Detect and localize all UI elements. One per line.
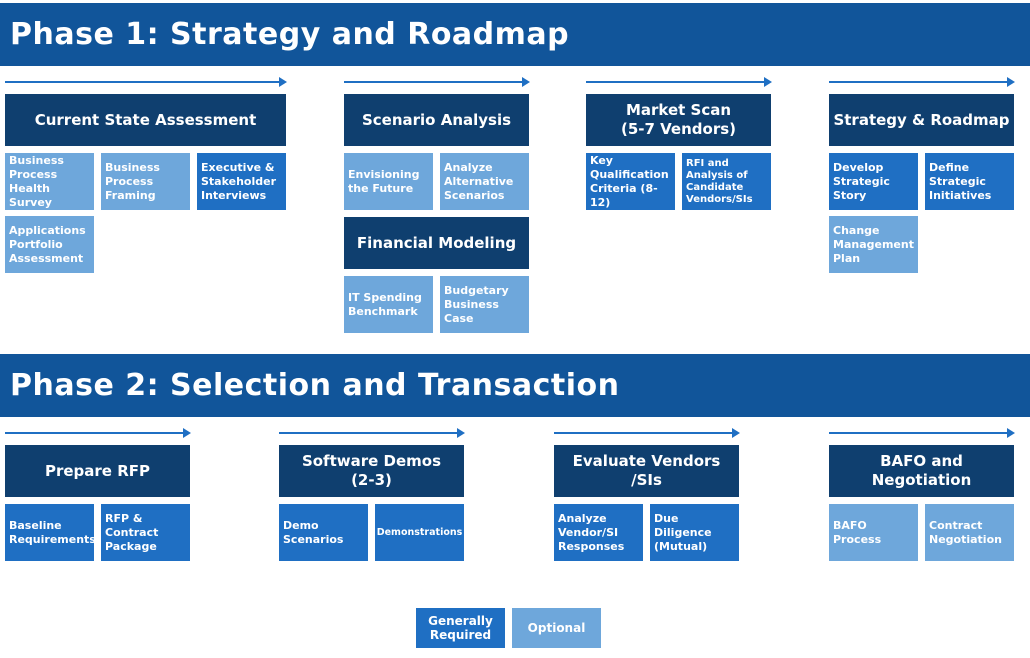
due-diligence-box: Due Diligence (Mutual) — [650, 504, 739, 561]
phase-1-col-2-arrow — [344, 77, 530, 87]
rfi-analysis-label: RFI and Analysis of Candidate Vendors/SI… — [686, 157, 753, 205]
current-state-assessment-header: Current State Assessment — [5, 94, 286, 146]
legend-optional-label: Optional — [527, 621, 586, 635]
baseline-requirements-label: Baseline Requirements — [9, 518, 96, 546]
applications-portfolio-assessment-box: Applications Portfolio Assessment — [5, 216, 94, 273]
phase-1-title: Phase 1: Strategy and Roadmap — [10, 17, 570, 52]
prepare-rfp-header: Prepare RFP — [5, 445, 190, 497]
rfp-contract-package-box: RFP & Contract Package — [101, 504, 190, 561]
phase-2-col-1-arrow — [5, 428, 191, 438]
phase-2-title: Phase 2: Selection and Transaction — [10, 368, 620, 403]
executive-stakeholder-interviews-label: Executive & Stakeholder Interviews — [201, 160, 277, 202]
analyze-vendor-responses-box: Analyze Vendor/SI Responses — [554, 504, 643, 561]
budgetary-business-case-box: Budgetary Business Case — [440, 276, 529, 333]
strategy-roadmap-header: Strategy & Roadmap — [829, 94, 1014, 146]
phase-1-col-3-arrow — [586, 77, 772, 87]
business-process-framing-label: Business Process Framing — [105, 160, 160, 202]
software-demos-label: Software Demos (2-3) — [301, 452, 442, 489]
analyze-alternative-scenarios-box: Analyze Alternative Scenarios — [440, 153, 529, 210]
budgetary-business-case-label: Budgetary Business Case — [444, 283, 509, 325]
financial-modeling-header: Financial Modeling — [344, 217, 529, 269]
business-process-health-survey-label: Business Process Health Survey — [9, 153, 64, 209]
strategy-roadmap-label: Strategy & Roadmap — [833, 110, 1010, 129]
software-demos-header: Software Demos (2-3) — [279, 445, 464, 497]
define-strategic-initiatives-box: Define Strategic Initiatives — [925, 153, 1014, 210]
evaluate-vendors-label: Evaluate Vendors /SIs — [572, 452, 721, 489]
evaluate-vendors-header: Evaluate Vendors /SIs — [554, 445, 739, 497]
phase-2-col-3-arrow — [554, 428, 740, 438]
applications-portfolio-assessment-label: Applications Portfolio Assessment — [9, 223, 86, 265]
contract-negotiation-box: Contract Negotiation — [925, 504, 1014, 561]
demo-scenarios-box: Demo Scenarios — [279, 504, 368, 561]
it-spending-benchmark-label: IT Spending Benchmark — [348, 290, 422, 318]
phase-2-col-4-arrow — [829, 428, 1015, 438]
business-process-health-survey-box: Business Process Health Survey — [5, 153, 94, 210]
bafo-negotiation-header: BAFO and Negotiation — [829, 445, 1014, 497]
key-qualification-criteria-box: Key Qualification Criteria (8-12) — [586, 153, 675, 210]
legend-required-label: Generally Required — [428, 614, 493, 642]
market-scan-header: Market Scan (5-7 Vendors) — [586, 94, 771, 146]
contract-negotiation-label: Contract Negotiation — [929, 518, 1002, 546]
legend-optional: Optional — [512, 608, 601, 648]
phase-1-banner: Phase 1: Strategy and Roadmap — [0, 3, 1030, 66]
envisioning-the-future-box: Envisioning the Future — [344, 153, 433, 210]
due-diligence-label: Due Diligence (Mutual) — [654, 511, 712, 553]
rfp-contract-package-label: RFP & Contract Package — [105, 511, 159, 553]
current-state-assessment-label: Current State Assessment — [34, 110, 257, 129]
change-management-plan-box: Change Management Plan — [829, 216, 918, 273]
legend-required: Generally Required — [416, 608, 505, 648]
prepare-rfp-label: Prepare RFP — [44, 461, 150, 480]
demonstrations-box: Demonstrations — [375, 504, 464, 561]
envisioning-the-future-label: Envisioning the Future — [348, 167, 420, 195]
demonstrations-label: Demonstrations — [376, 526, 463, 538]
phase-2-banner: Phase 2: Selection and Transaction — [0, 354, 1030, 417]
develop-strategic-story-label: Develop Strategic Story — [833, 160, 890, 202]
bafo-process-box: BAFO Process — [829, 504, 918, 561]
rfi-analysis-box: RFI and Analysis of Candidate Vendors/SI… — [682, 153, 771, 210]
demo-scenarios-label: Demo Scenarios — [283, 518, 344, 546]
executive-stakeholder-interviews-box: Executive & Stakeholder Interviews — [197, 153, 286, 210]
bafo-negotiation-label: BAFO and Negotiation — [871, 452, 972, 489]
key-qualification-criteria-label: Key Qualification Criteria (8-12) — [590, 153, 669, 209]
it-spending-benchmark-box: IT Spending Benchmark — [344, 276, 433, 333]
analyze-alternative-scenarios-label: Analyze Alternative Scenarios — [444, 160, 514, 202]
scenario-analysis-label: Scenario Analysis — [361, 110, 512, 129]
change-management-plan-label: Change Management Plan — [833, 223, 914, 265]
phase-1-col-1-arrow — [5, 77, 287, 87]
phase-2-col-2-arrow — [279, 428, 465, 438]
define-strategic-initiatives-label: Define Strategic Initiatives — [929, 160, 992, 202]
phase-1-col-4-arrow — [829, 77, 1015, 87]
baseline-requirements-box: Baseline Requirements — [5, 504, 96, 561]
market-scan-label: Market Scan (5-7 Vendors) — [620, 101, 737, 138]
bafo-process-label: BAFO Process — [833, 518, 882, 546]
financial-modeling-label: Financial Modeling — [356, 233, 517, 252]
scenario-analysis-header: Scenario Analysis — [344, 94, 529, 146]
analyze-vendor-responses-label: Analyze Vendor/SI Responses — [558, 511, 625, 553]
business-process-framing-box: Business Process Framing — [101, 153, 190, 210]
develop-strategic-story-box: Develop Strategic Story — [829, 153, 918, 210]
